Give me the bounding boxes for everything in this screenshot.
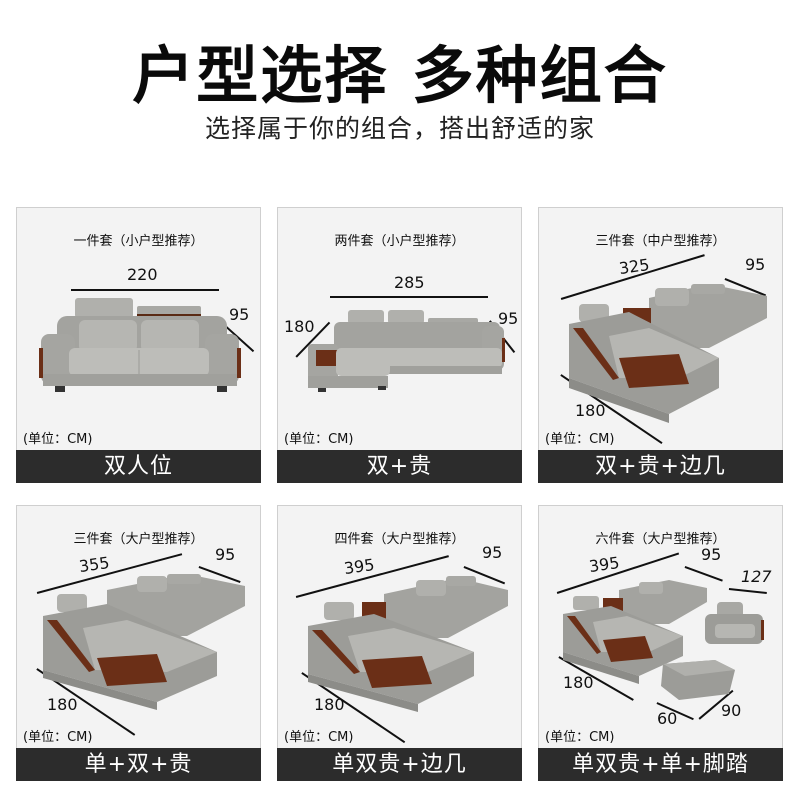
dimension-depth: 95: [229, 305, 250, 324]
dimension-depth: 95: [498, 309, 519, 328]
sofa-image-l-shaped-three-piece: [569, 284, 767, 423]
card-title: 六件套（大户型推荐）: [595, 532, 726, 547]
page-subheadline: 选择属于你的组合，搭出舒适的家: [204, 114, 595, 143]
option-card-loveseat-chaise[interactable]: 两件套（小户型推荐） 285 180 95 (单位：CM) 双+贵: [277, 207, 522, 483]
unit-label: (单位：CM): [23, 730, 93, 745]
combo-label: 单+双+贵: [16, 748, 261, 781]
dimension-line-width: [71, 289, 219, 291]
unit-label: (单位：CM): [284, 432, 354, 447]
unit-label: (单位：CM): [284, 730, 354, 745]
card-title: 三件套（中户型推荐）: [595, 234, 726, 249]
sofa-image-loveseat-chaise: [308, 310, 505, 392]
sofa-image-loveseat: [39, 298, 241, 392]
sofa-image-l-shaped-with-side-table: [308, 576, 508, 712]
option-card-single-loveseat-chaise[interactable]: 三件套（大户型推荐） 355 95 180 (单位：CM) 单+双+贵: [16, 505, 261, 781]
option-card-loveseat-chaise-side-table[interactable]: 三件套（中户型推荐） 325 95 180 (单位：CM) 双+贵+边几: [538, 207, 783, 483]
card-title: 四件套（大户型推荐）: [334, 532, 465, 547]
combo-label: 单双贵+边几: [277, 748, 522, 781]
dimension-armchair: 127: [741, 567, 772, 586]
dimension-line-width: [330, 296, 488, 298]
dimension-chaise: 180: [314, 695, 345, 714]
option-card-loveseat[interactable]: 一件套（小户型推荐） 220 95 (单位：CM) 双人位: [16, 207, 261, 483]
dimension-depth: 95: [745, 255, 766, 274]
unit-label: (单位：CM): [23, 432, 93, 447]
dimension-depth: 95: [701, 545, 722, 564]
dimension-depth: 95: [215, 545, 236, 564]
card-title: 三件套（大户型推荐）: [73, 532, 204, 547]
card-title: 一件套（小户型推荐）: [73, 234, 204, 249]
sofa-image-six-piece: [563, 580, 764, 700]
dimension-width: 220: [127, 265, 158, 284]
unit-label: (单位：CM): [545, 432, 615, 447]
page-headline: 户型选择 多种组合: [132, 39, 668, 112]
dimension-chaise: 180: [575, 401, 606, 420]
dimension-width: 285: [394, 273, 425, 292]
option-card-single-loveseat-chaise-side-table[interactable]: 四件套（大户型推荐） 395 95 180 (单位：CM) 单双贵+边几: [277, 505, 522, 781]
combo-label: 双人位: [16, 450, 261, 483]
dimension-ottoman-depth: 90: [721, 701, 742, 720]
combo-label: 双+贵: [277, 450, 522, 483]
dimension-chaise: 180: [563, 673, 594, 692]
combo-label: 双+贵+边几: [538, 450, 783, 483]
unit-label: (单位：CM): [545, 730, 615, 745]
dimension-chaise: 180: [284, 317, 315, 336]
dimension-depth: 95: [482, 543, 503, 562]
option-card-six-piece-set[interactable]: 六件套（大户型推荐） 395 95 127 180 60 90 (单位：CM) …: [538, 505, 783, 781]
dimension-chaise: 180: [47, 695, 78, 714]
sofa-image-l-shaped-large: [43, 574, 245, 710]
dimension-ottoman-width: 60: [657, 709, 678, 728]
combo-label: 单双贵+单+脚踏: [538, 748, 783, 781]
card-title: 两件套（小户型推荐）: [334, 234, 465, 249]
